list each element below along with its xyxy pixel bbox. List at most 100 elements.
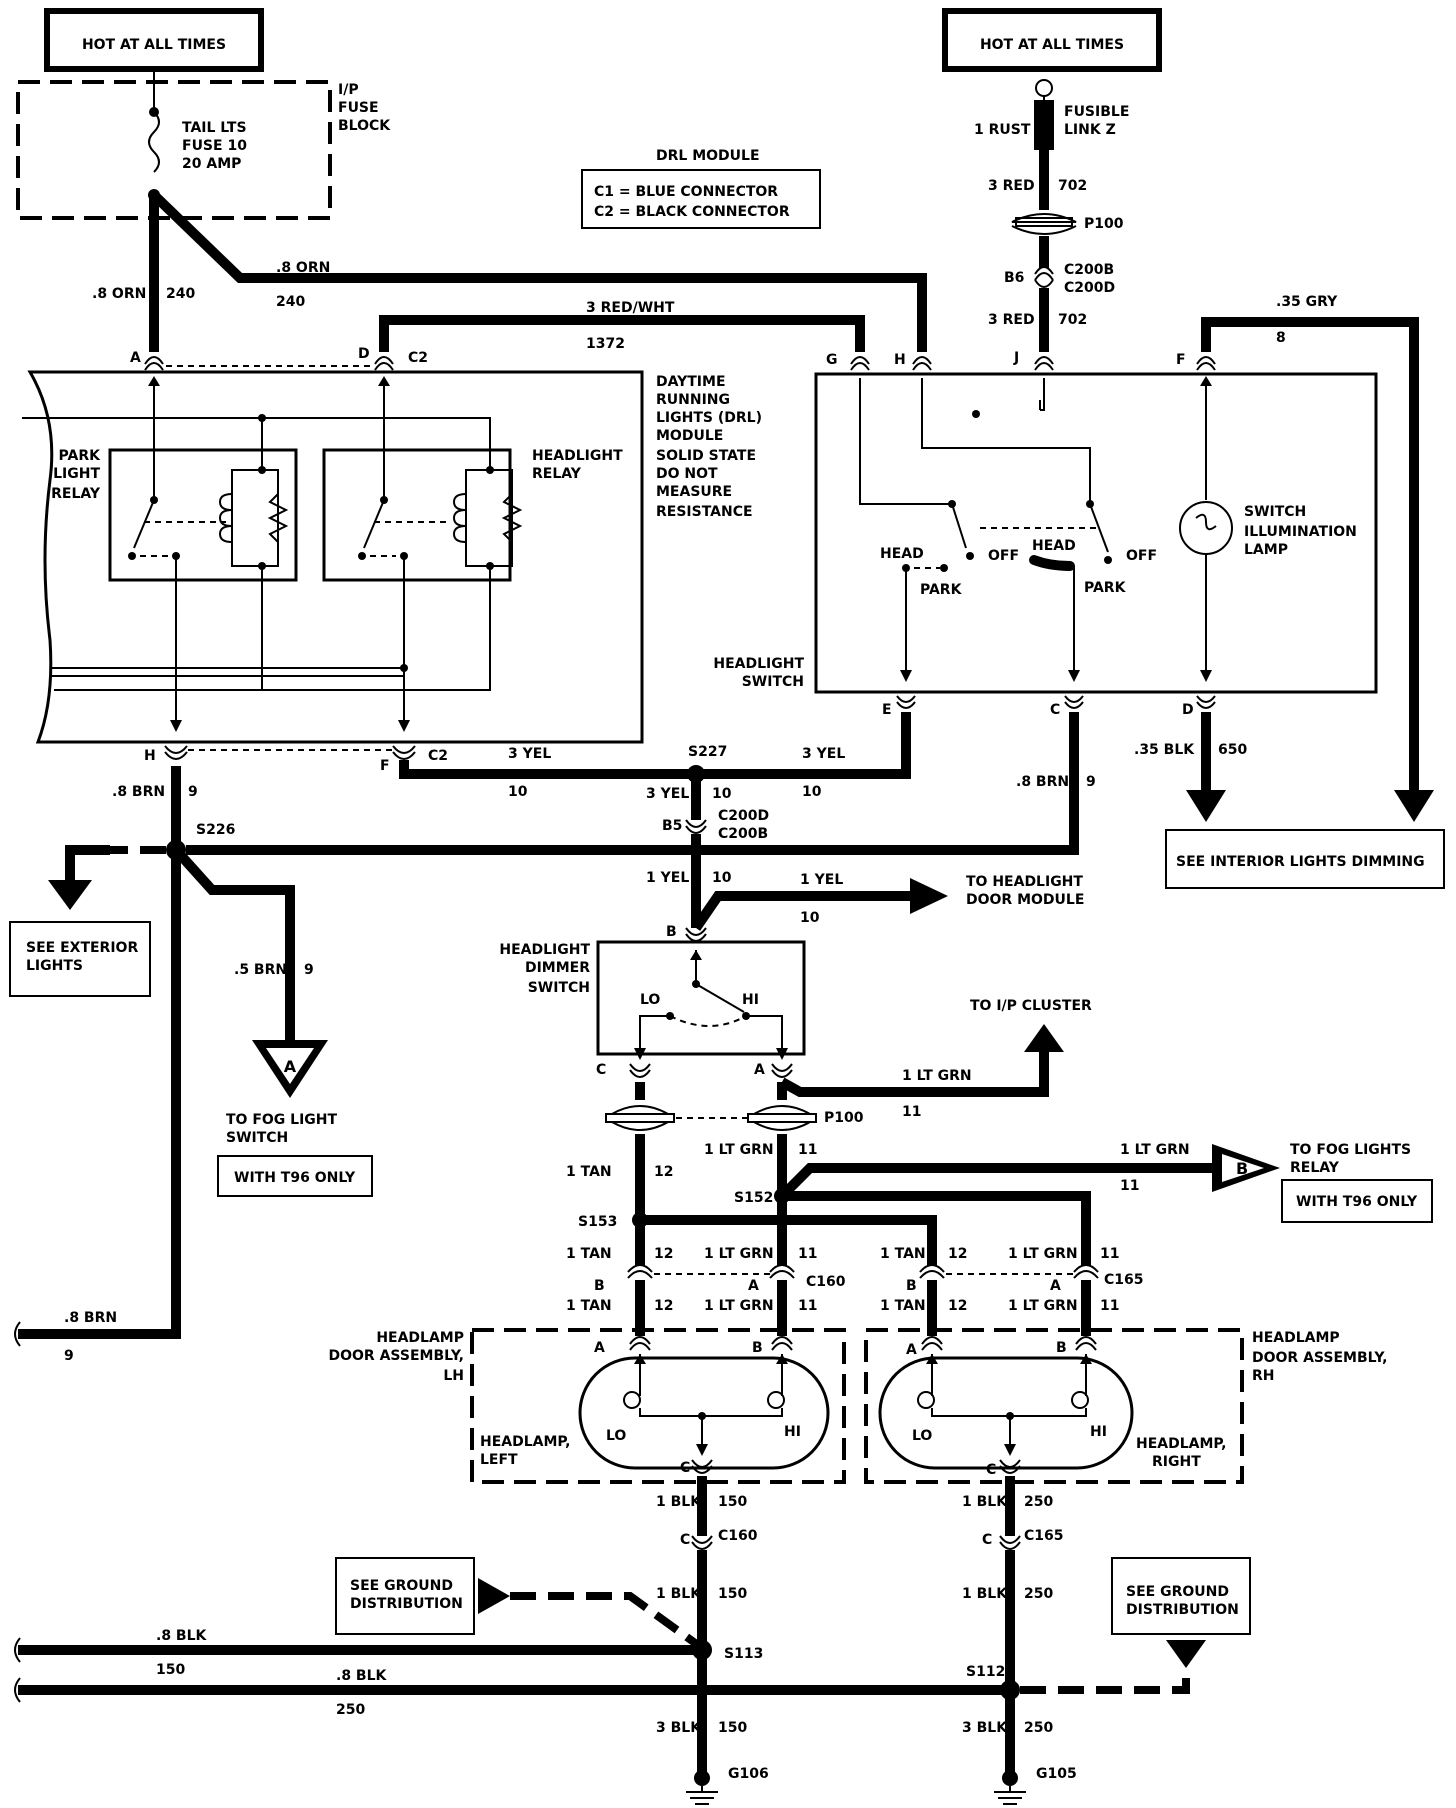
wire-label: 12 <box>654 1164 673 1180</box>
pin-label: C <box>1050 702 1060 718</box>
pin-label: A <box>130 350 141 366</box>
hl-left-label: HEADLAMP, <box>480 1434 570 1450</box>
switch-pos-label: PARK <box>920 582 963 598</box>
pin-label: H <box>894 352 906 368</box>
headlamp-left <box>578 1356 830 1470</box>
door-assembly-lh <box>470 1328 846 1484</box>
wire-label: 1 YEL <box>646 870 689 886</box>
pin-label: E <box>882 702 892 718</box>
wire-label: 1 LT GRN <box>704 1298 774 1314</box>
wire-label: 3 RED <box>988 312 1035 328</box>
door-rh-label: RH <box>1252 1368 1275 1384</box>
wire-label: 8 <box>1276 330 1286 346</box>
see-ground-right-label: SEE GROUND <box>1126 1584 1229 1600</box>
ground-icon-g105 <box>994 1770 1026 1805</box>
wire-label: 9 <box>64 1348 74 1364</box>
fuse-symbol <box>148 111 160 173</box>
t96-label-b: WITH T96 ONLY <box>1296 1194 1418 1210</box>
ground-label-g106: G106 <box>728 1766 769 1782</box>
pin-label: H <box>144 748 156 764</box>
dimmer-label: SWITCH <box>528 980 590 996</box>
wire-label: 1 TAN <box>880 1246 926 1262</box>
to-door-label: TO HEADLIGHT <box>966 874 1083 890</box>
wire-label: 3 YEL <box>508 746 551 762</box>
splice-label: S227 <box>688 744 727 760</box>
wire-label: 150 <box>718 1494 747 1510</box>
see-exterior-box <box>9 921 151 997</box>
wire-label: 250 <box>1024 1494 1053 1510</box>
pin-label: C2 <box>408 350 428 366</box>
wire-label: B5 <box>662 818 682 834</box>
see-ext-label: LIGHTS <box>26 958 83 974</box>
switch-pos-label: OFF <box>1126 548 1157 564</box>
see-ground-left-label: SEE GROUND <box>350 1578 453 1594</box>
splice-s112 <box>1000 1680 1020 1700</box>
p100-mid-label: P100 <box>824 1110 864 1126</box>
to-fog-sw-label: TO FOG LIGHT <box>226 1112 337 1128</box>
pin-label: J <box>1013 350 1019 366</box>
wire-label: 1 TAN <box>566 1164 612 1180</box>
wire-label: .35 BLK <box>1134 742 1195 758</box>
c200b-mid-label: C200B <box>718 826 768 842</box>
hl-right-label: HEADLAMP, <box>1136 1436 1226 1452</box>
wire-label: 240 <box>276 294 305 310</box>
fusible-label-2: LINK Z <box>1064 122 1116 138</box>
wire-label: .8 ORN <box>276 260 330 276</box>
wire-label: 1 LT GRN <box>704 1246 774 1262</box>
wire-label: 10 <box>802 784 822 800</box>
hot-label-right: HOT AT ALL TIMES <box>980 37 1124 53</box>
dimmer-switch-box <box>596 940 806 1056</box>
to-fog-relay-label: RELAY <box>1290 1160 1340 1176</box>
wire-label: 1 BLK <box>962 1494 1008 1510</box>
wire-label: 10 <box>712 786 732 802</box>
c160-label: C160 <box>806 1274 846 1290</box>
fuse-label-1: TAIL LTS <box>182 120 247 136</box>
ground-label-g105: G105 <box>1036 1766 1077 1782</box>
drl-legend-c2: C2 = BLACK CONNECTOR <box>594 204 790 220</box>
fog-a-label: A <box>284 1057 297 1076</box>
splice-s113 <box>692 1640 712 1660</box>
drl-desc: LIGHTS (DRL) <box>656 410 762 426</box>
to-fog-relay-label: TO FOG LIGHTS <box>1290 1142 1411 1158</box>
wire-label: 3 RED <box>988 178 1035 194</box>
wire-label: 11 <box>798 1298 817 1314</box>
wire-label: 3 YEL <box>802 746 845 762</box>
pin-label: D <box>358 346 370 362</box>
wire-label: 250 <box>1024 1586 1053 1602</box>
pin-label: F <box>380 758 390 774</box>
hot-label-left: HOT AT ALL TIMES <box>82 37 226 53</box>
park-relay-label: PARK <box>59 448 102 464</box>
p100-label-top: P100 <box>1084 216 1124 232</box>
c160-b-label: C160 <box>718 1528 758 1544</box>
hl-right-label: RIGHT <box>1152 1454 1201 1470</box>
wire-label: .8 BLK <box>336 1668 388 1684</box>
wire-orn-b <box>150 191 927 352</box>
to-fog-sw-label: SWITCH <box>226 1130 288 1146</box>
see-ground-right-label: DISTRIBUTION <box>1126 1602 1239 1618</box>
switch-pos-label: HEAD <box>1032 538 1076 554</box>
pin-label: A <box>906 1342 917 1358</box>
wire-label: 12 <box>948 1298 967 1314</box>
lamp-hi-left: HI <box>784 1424 801 1440</box>
drl-desc: DAYTIME <box>656 374 726 390</box>
t96-box-b <box>1281 1179 1433 1223</box>
fusible-link <box>1034 100 1054 150</box>
illum-label: ILLUMINATION <box>1244 524 1357 540</box>
wire-label: 10 <box>712 870 732 886</box>
to-ip-label: TO I/P CLUSTER <box>970 998 1092 1014</box>
lamp-lo-right: LO <box>912 1428 932 1444</box>
pin-label: F <box>1176 352 1186 368</box>
wire-label: 10 <box>800 910 820 926</box>
ground-icon-g106 <box>686 1770 718 1805</box>
c200b-label: C200B <box>1064 262 1114 278</box>
wire-label: 3 BLK <box>656 1720 702 1736</box>
wire-label: 150 <box>718 1720 747 1736</box>
headlight-switch-box <box>814 372 1378 694</box>
wire-label: 1 BLK <box>962 1586 1008 1602</box>
wire-label: 3 BLK <box>962 1720 1008 1736</box>
pin-label: C2 <box>428 748 448 764</box>
see-ground-left-label: DISTRIBUTION <box>350 1596 463 1612</box>
pin-label: B <box>594 1278 605 1294</box>
